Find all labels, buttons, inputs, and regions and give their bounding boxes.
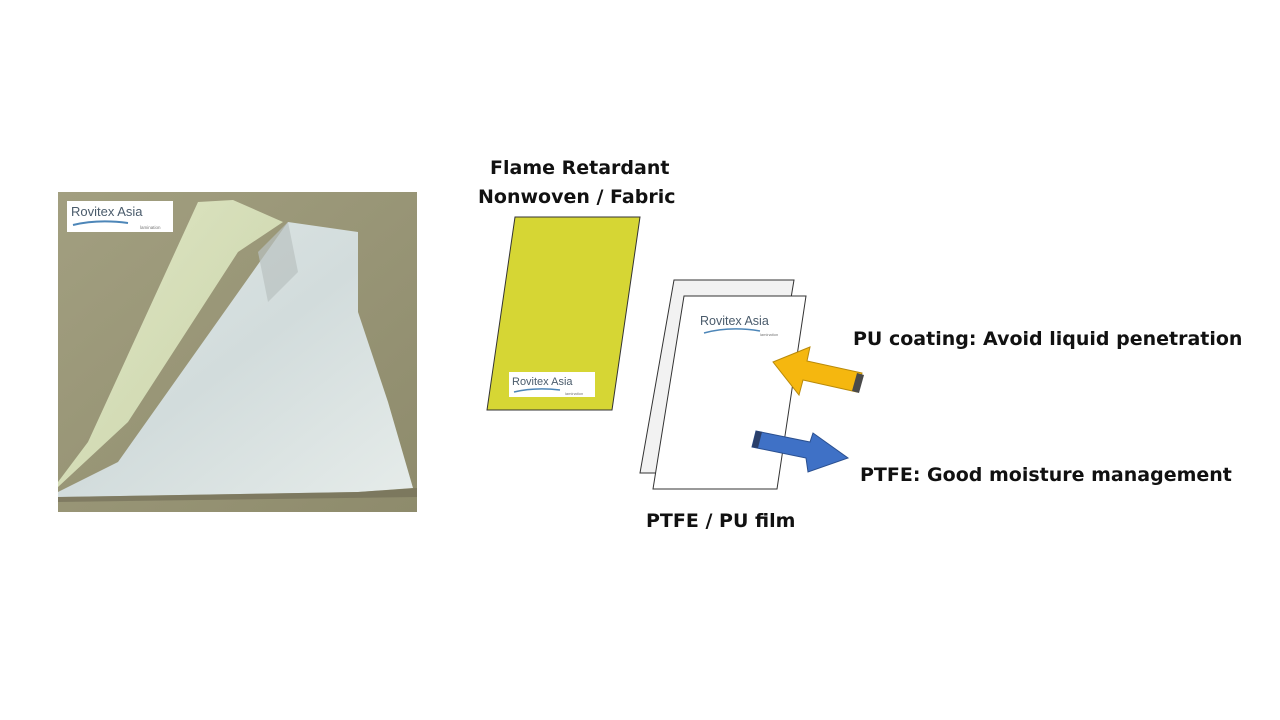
film-logo-sub: lamination xyxy=(760,332,778,337)
ptfe-label: PTFE: Good moisture management xyxy=(860,464,1232,486)
photo-logo: Rovitex Asia lamination xyxy=(67,201,173,232)
pu-arrow xyxy=(772,346,864,397)
ptfe-arrow xyxy=(751,430,850,473)
photo-logo-sub: lamination xyxy=(140,225,161,230)
film-logo-text: Rovitex Asia xyxy=(700,314,769,328)
fold-shadow xyxy=(258,222,298,302)
edge-shadow xyxy=(58,488,417,502)
white-membrane-layer xyxy=(58,222,413,497)
fabric-title-line1: Flame Retardant xyxy=(490,157,670,179)
green-fabric-flap xyxy=(58,200,283,487)
film-logo: Rovitex Asia lamination xyxy=(700,314,778,337)
laminated-fabric-illustration: Rovitex Asia lamination xyxy=(58,192,417,512)
photo-logo-text: Rovitex Asia xyxy=(71,204,143,219)
film-label: PTFE / PU film xyxy=(646,510,796,532)
fabric-logo-text: Rovitex Asia xyxy=(512,376,573,388)
fabric-logo: Rovitex Asia lamination xyxy=(509,372,595,397)
fabric-layer-panel xyxy=(486,216,641,411)
fabric-logo-sub: lamination xyxy=(565,391,583,396)
product-photo: Rovitex Asia lamination xyxy=(58,192,417,512)
fabric-title-line2: Nonwoven / Fabric xyxy=(478,186,676,208)
pu-coating-label: PU coating: Avoid liquid penetration xyxy=(853,328,1243,350)
